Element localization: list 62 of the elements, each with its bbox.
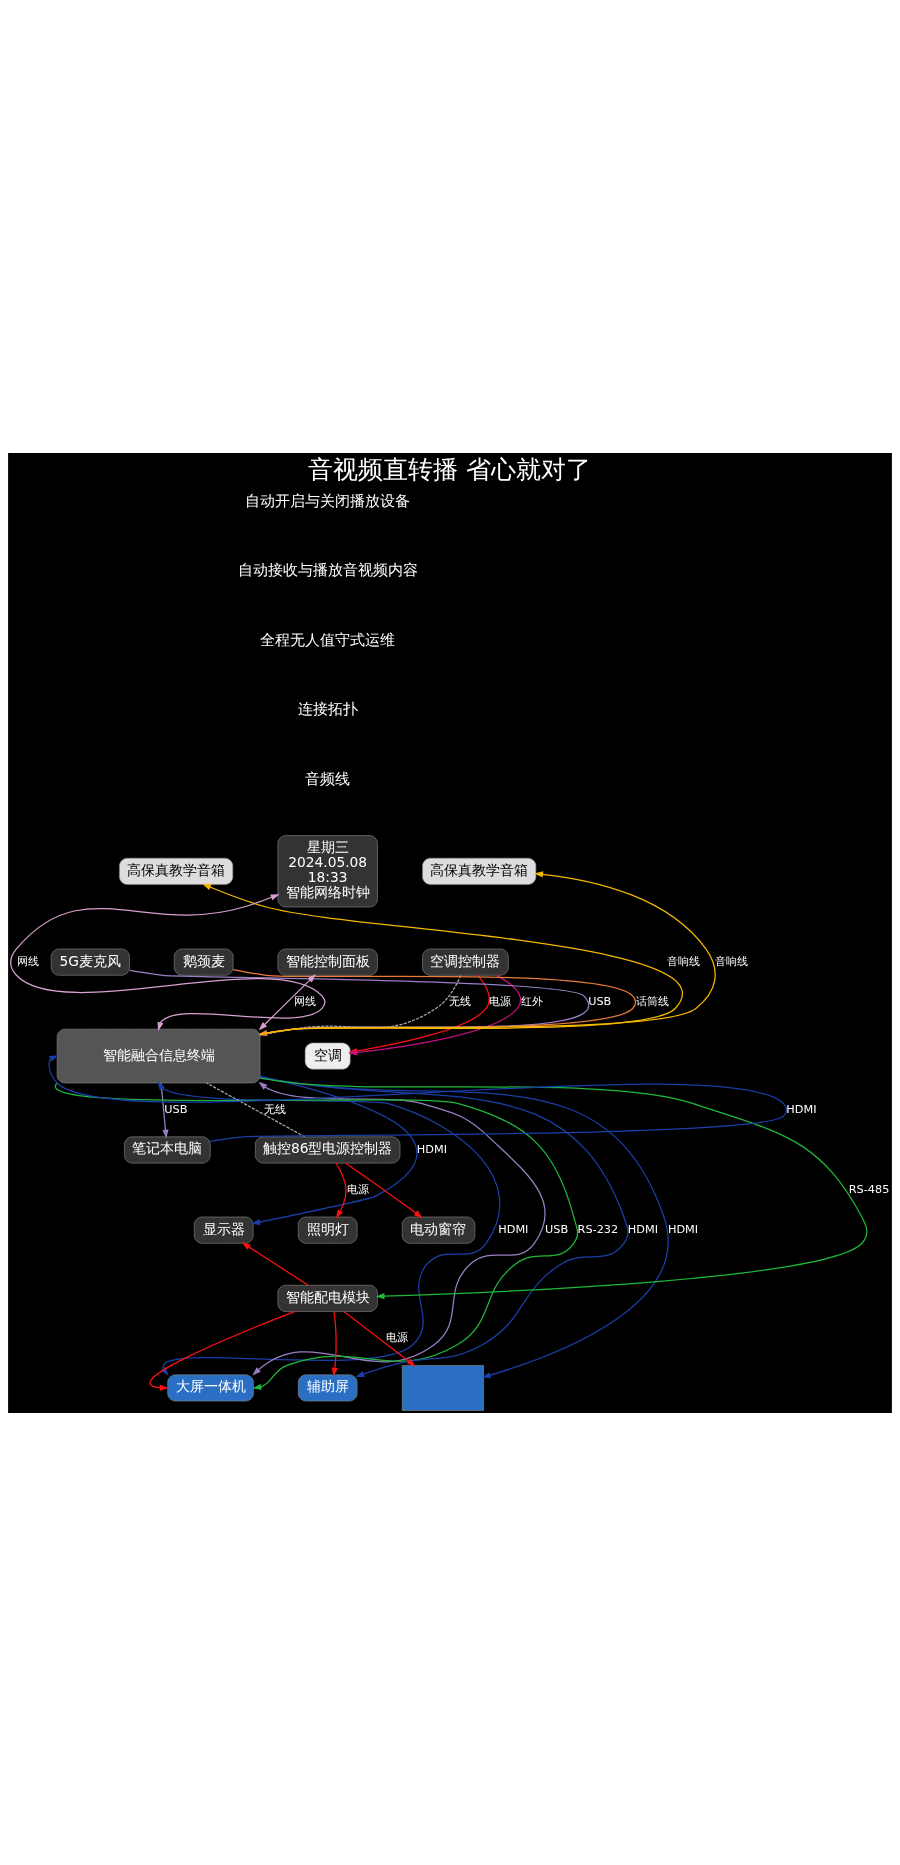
node-box: 触控86型电源控制器 [255, 1136, 401, 1163]
edge-label: 音响线 [715, 954, 749, 968]
edge-label: USB [164, 1102, 188, 1116]
edge-label: HDMI [416, 1142, 448, 1156]
label: 全程无人值守式运维 [260, 630, 396, 649]
edge-label: HDMI [786, 1102, 817, 1116]
label: 音频线 [305, 769, 351, 788]
edge-label: 网线 [293, 994, 316, 1008]
node-box: 智能融合信息终端 [56, 1028, 261, 1083]
connector [205, 1081, 306, 1137]
node-box: 鹅颈麦 [173, 948, 234, 976]
node-box: 智能控制面板 [277, 948, 378, 976]
node-box: 笔记本电脑 [124, 1136, 211, 1163]
edge-label: 无线 [449, 994, 472, 1008]
edge-label: RS-232 [577, 1222, 619, 1236]
edge-label: USB [544, 1222, 569, 1236]
arrow [56, 1081, 579, 1390]
arrow [160, 1081, 169, 1138]
node-box: 大屏一体机 [167, 1374, 254, 1401]
node-box: 照明灯 [297, 1216, 358, 1244]
edge-label: 电源 [385, 1330, 408, 1344]
arrow [251, 1075, 418, 1225]
arrow [241, 1241, 309, 1286]
node-box: 辅助屏 [297, 1374, 358, 1401]
label: 自动接收与播放音视频内容 [237, 560, 418, 579]
arrow [335, 1162, 347, 1219]
edge-label: 音响线 [666, 954, 700, 968]
node-box: 显示器 [193, 1216, 254, 1244]
edge-label: HDMI [627, 1222, 659, 1236]
edge-label: HDMI [667, 1222, 699, 1236]
edge-label: 电源 [347, 1182, 370, 1196]
arrow [149, 1310, 296, 1391]
arrow [345, 1162, 423, 1218]
node-box: 星期三 2024.05.08 18:33 智能网络时钟 [277, 834, 378, 907]
arrow [258, 973, 316, 1030]
arrow [259, 870, 716, 1035]
arrow [48, 1054, 788, 1142]
edge-label: RS-485 [848, 1182, 890, 1196]
node-box: 空调控制器 [422, 948, 509, 976]
edge-label: 网线 [17, 954, 40, 968]
node-box: 高保真教学音箱 [422, 857, 537, 885]
edge-label: 话筒线 [635, 994, 669, 1008]
edge-label: USB [588, 994, 612, 1008]
arrow [331, 1310, 338, 1377]
label: 连接拓扑 [297, 699, 358, 718]
edge-label: 无线 [264, 1102, 287, 1116]
node-box: 高保真教学音箱 [119, 857, 234, 885]
node-box: 空调 [304, 1042, 351, 1069]
arrow [259, 1076, 868, 1299]
diagram-title: 音视频直转播 省心就对了 [308, 454, 592, 484]
edge-label: HDMI [498, 1222, 529, 1236]
arrow [343, 1310, 416, 1366]
edge-label: 电源 [489, 994, 512, 1008]
node-box: 5G麦克风 [50, 948, 130, 976]
arrow [202, 883, 684, 1035]
node-box [401, 1364, 484, 1411]
node-box: 电动窗帘 [401, 1216, 476, 1244]
edge-label: 红外 [521, 994, 544, 1008]
arrow [10, 893, 326, 1031]
node-box: 智能配电模块 [277, 1284, 378, 1312]
label: 自动开启与关闭播放设备 [245, 491, 411, 510]
arrow [128, 969, 590, 1036]
